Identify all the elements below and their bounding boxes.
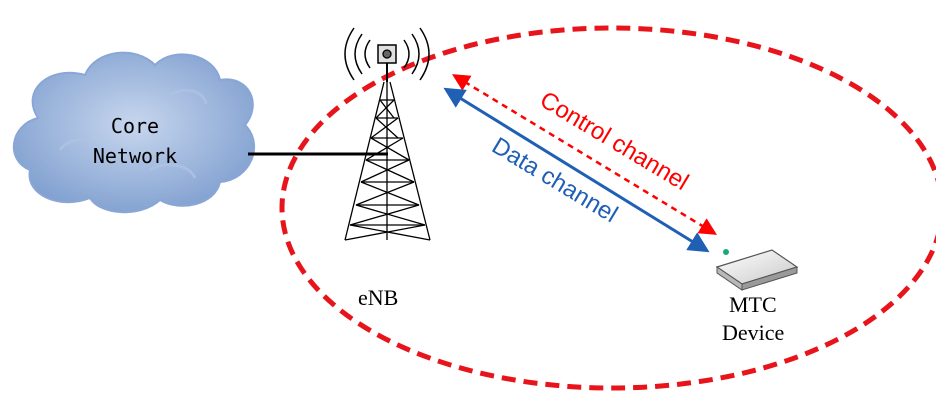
coverage-area xyxy=(279,25,936,391)
core-network-cloud xyxy=(12,51,256,214)
core-network-label-line2: Network xyxy=(92,144,178,168)
data-channel-arrow xyxy=(443,87,710,253)
enb-label: eNB xyxy=(358,285,399,310)
enb-tower-icon xyxy=(344,27,431,241)
core-network-label-line1: Core xyxy=(110,114,160,138)
mtc-device-label-line2: Device xyxy=(722,320,785,345)
mtc-device-label-line1: MTC xyxy=(729,292,777,317)
mtc-device-icon xyxy=(715,249,799,291)
